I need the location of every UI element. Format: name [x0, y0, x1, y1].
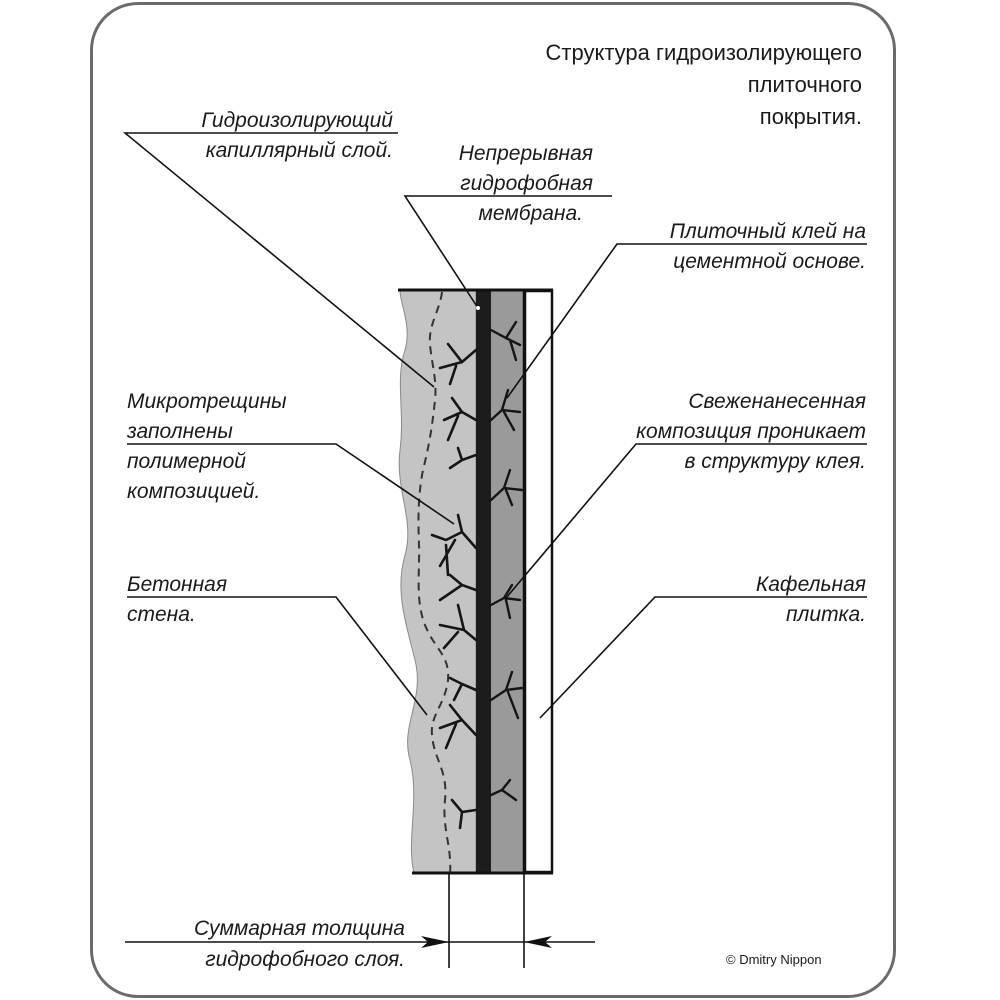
leader-membrane: [403, 195, 612, 309]
label-line: в структуру клея.: [684, 450, 866, 473]
crack-branch: [489, 778, 518, 802]
crack-branch: [448, 676, 478, 702]
label-line: Микротрещины: [127, 390, 287, 413]
label-line: капиллярный слой.: [206, 139, 393, 162]
label-line: мембрана.: [479, 202, 583, 225]
label-line: полимерной: [127, 450, 246, 473]
label-line: композиция проникает: [636, 420, 866, 443]
label-line: стена.: [127, 603, 196, 626]
hydrophobic-membrane-layer: [476, 290, 491, 873]
crack-branch: [438, 603, 478, 650]
crack-branch: [442, 396, 478, 442]
label-line: цементной основе.: [673, 250, 866, 273]
microcracks: [430, 320, 524, 830]
crack-branch: [489, 320, 522, 362]
label-microcracks: Микротрещины заполнены полимерной композ…: [126, 390, 287, 503]
diagram-title: Структура гидроизолирующего плиточного п…: [546, 40, 862, 129]
label-fresh-composition: Свеженанесенная композиция проникает в с…: [636, 390, 866, 473]
crack-branch: [438, 342, 478, 386]
arrow-right-icon: [421, 936, 449, 948]
title-line-3: покрытия.: [760, 104, 862, 129]
label-membrane: Непрерывная гидрофобная мембрана.: [459, 142, 593, 225]
leader-tile: [539, 596, 867, 719]
label-line: Бетонная: [127, 573, 227, 596]
arrow-left-icon: [524, 936, 552, 948]
label-ceramic-tile: Кафельная плитка.: [756, 573, 866, 626]
label-line: гидрофобного слоя.: [205, 948, 405, 971]
crack-branch: [450, 798, 478, 830]
capillary-layer-boundary: [417, 291, 452, 876]
leader-capillary: [122, 132, 435, 388]
label-line: Свеженанесенная: [688, 390, 866, 413]
label-line: гидрофобная: [460, 172, 593, 195]
crack-branch: [448, 446, 478, 470]
label-capillary-layer: Гидроизолирующий капиллярный слой.: [201, 109, 393, 162]
title-line-2: плиточного: [748, 72, 862, 97]
crack-branch: [438, 573, 478, 602]
layer-stack: [398, 288, 554, 876]
label-concrete-wall: Бетонная стена.: [127, 573, 227, 626]
label-line: Плиточный клей на: [670, 220, 866, 243]
crack-branch: [438, 703, 478, 750]
concrete-wall-layer: [398, 289, 477, 874]
label-line: композицией.: [127, 480, 260, 503]
ceramic-tile-layer: [523, 289, 554, 874]
tile-adhesive-layer: [491, 290, 524, 873]
crack-branch: [489, 468, 524, 507]
crack-branch: [489, 670, 524, 720]
leader-concrete: [127, 596, 428, 716]
crack-branch: [489, 388, 522, 432]
crack-branch: [430, 513, 478, 577]
label-line: заполнены: [126, 420, 233, 443]
leader-microcracks: [127, 443, 455, 525]
label-line: Суммарная толщина: [194, 917, 405, 940]
leader-lines: [122, 132, 867, 719]
label-tile-adhesive: Плиточный клей на цементной основе.: [670, 220, 866, 273]
label-line: Непрерывная: [459, 142, 593, 165]
leader-adhesive: [506, 243, 867, 399]
title-line-1: Структура гидроизолирующего: [546, 40, 862, 65]
label-total-thickness: Суммарная толщина гидрофобного слоя.: [194, 917, 405, 971]
leader-fresh-composition: [505, 443, 867, 599]
label-line: Кафельная: [756, 573, 866, 596]
label-line: Гидроизолирующий: [201, 109, 393, 132]
copyright: © Dmitry Nippon: [726, 952, 822, 967]
label-line: плитка.: [786, 603, 866, 626]
thickness-dimension: [125, 873, 595, 968]
